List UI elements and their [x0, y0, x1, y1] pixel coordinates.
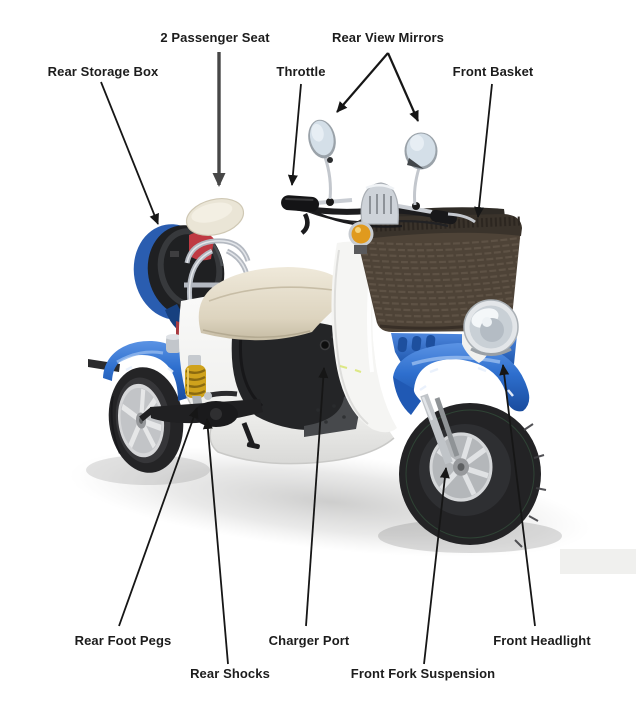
- right-mirror: [404, 132, 438, 170]
- label-passenger-seat: 2 Passenger Seat: [160, 30, 270, 45]
- handlebars: [281, 182, 476, 235]
- label-charger-port: Charger Port: [268, 633, 350, 648]
- arrow-rear-shocks: [202, 418, 229, 665]
- front-fender: [339, 333, 530, 415]
- arrow-front-basket: [474, 83, 493, 218]
- seat: [198, 267, 347, 341]
- rear-fender: [88, 340, 194, 401]
- label-rear-shocks: Rear Shocks: [190, 666, 270, 681]
- kickstand: [241, 422, 256, 447]
- front-wheel: [399, 393, 547, 548]
- label-rear-storage-box: Rear Storage Box: [47, 64, 159, 79]
- charger-port: [319, 339, 331, 351]
- arrow-rear-view-mirrors: [336, 52, 420, 122]
- left-mirror: [308, 119, 336, 159]
- arrow-front-fork-suspension: [423, 467, 450, 665]
- callout-arrows: [100, 52, 536, 665]
- throttle-grip: [281, 195, 320, 212]
- rear-view-mirrors: [308, 119, 438, 206]
- arrow-front-headlight: [499, 364, 536, 627]
- arrow-rear-foot-pegs: [118, 407, 199, 627]
- front-headlight: [463, 299, 519, 356]
- arrow-throttle: [287, 83, 302, 186]
- label-front-headlight: Front Headlight: [493, 633, 591, 648]
- label-front-fork-suspension: Front Fork Suspension: [350, 666, 496, 681]
- label-throttle: Throttle: [276, 64, 326, 79]
- arrow-rear-storage-box: [100, 81, 159, 225]
- left-turn-signal: [348, 221, 374, 254]
- label-rear-foot-pegs: Rear Foot Pegs: [74, 633, 172, 648]
- label-rear-view-mirrors: Rear View Mirrors: [331, 30, 445, 45]
- label-front-basket: Front Basket: [452, 64, 534, 79]
- front-fork: [434, 397, 460, 457]
- arrow-charger-port: [305, 367, 329, 627]
